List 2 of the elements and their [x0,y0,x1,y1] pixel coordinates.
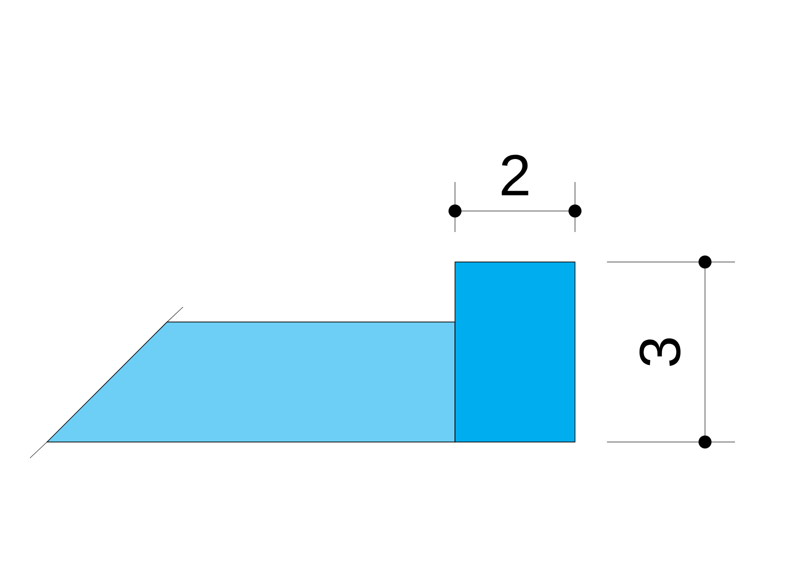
dimension-label: 3 [639,338,681,366]
dimension-label: 2 [502,154,528,196]
